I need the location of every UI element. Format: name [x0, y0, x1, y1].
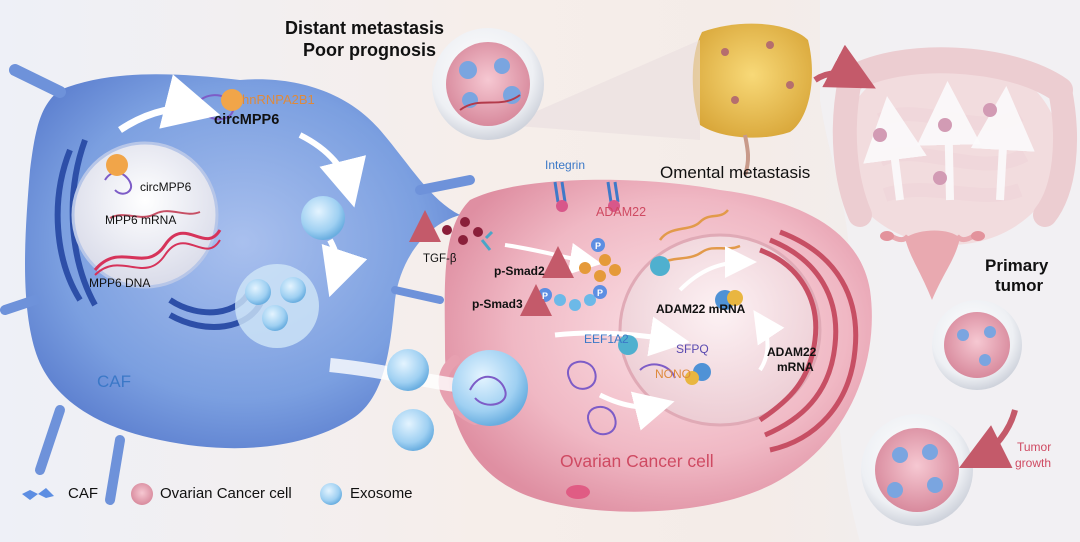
legend-caf-label: CAF: [68, 485, 98, 502]
legend-cancer-icon: [131, 483, 153, 505]
p-smad2-label: p-Smad2: [494, 264, 545, 278]
primary-tumor-line1: Primary: [985, 256, 1049, 275]
intestines-illustration: [832, 47, 1077, 245]
tumor-growth-line2: growth: [1015, 456, 1052, 470]
adam22-mrna-nuclear-line1: ADAM22: [767, 345, 817, 359]
exosomes-released: [329, 349, 528, 451]
circmpp6-inner-label: circMPP6: [140, 180, 192, 194]
ovarian-cancer-cell-label: Ovarian Cancer cell: [560, 451, 714, 471]
adam22-mrna-nuclear-line2: mRNA: [777, 360, 814, 374]
circmpp6-outer-label: circMPP6: [214, 112, 280, 128]
metastasis-sphere: [432, 28, 700, 140]
legend-exosome-label: Exosome: [350, 485, 413, 502]
adam22-mrna-label: ADAM22 mRNA: [656, 302, 746, 316]
nono-label: NONO: [655, 367, 691, 381]
legend-icons: [22, 483, 342, 505]
sfpq-label: SFPQ: [676, 342, 709, 356]
mpp6-dna-label: MPP6 DNA: [89, 276, 151, 290]
header-line1: Distant metastasis: [285, 18, 445, 38]
primary-tumor-line2: tumor: [995, 276, 1044, 295]
legend-cancer-label: Ovarian Cancer cell: [160, 485, 292, 502]
upregulation-arrows: [409, 210, 574, 316]
caf-label: CAF: [97, 372, 131, 391]
integrin-label: Integrin: [545, 158, 586, 172]
adam22-protein-label: ADAM22: [596, 205, 647, 219]
legend-caf-icon: [22, 488, 54, 500]
omentum-illustration: [692, 23, 876, 176]
header-line2: Poor prognosis: [303, 40, 437, 60]
p-symbol: P: [542, 291, 548, 301]
hnrnpa2b1-label: hnRNPA2B1: [242, 92, 315, 107]
grown-tumor-sphere: [861, 414, 973, 526]
phospho-markers: P P P: [542, 241, 603, 301]
tumor-growth-line1: Tumor: [1017, 440, 1052, 454]
tgf-beta-label: TGF-β: [423, 253, 457, 265]
legend-exosome-icon: [320, 483, 342, 505]
caf-cell: [0, 64, 475, 505]
omental-metastasis-label: Omental metastasis: [660, 163, 811, 182]
tumor-growth-arrow: [958, 409, 1018, 469]
primary-tumor-sphere: [932, 300, 1022, 390]
uterus-illustration: [880, 230, 985, 300]
p-symbol: P: [595, 241, 601, 251]
eef1a2-label: EEF1A2: [584, 332, 629, 346]
p-smad3-label: p-Smad3: [472, 297, 523, 311]
p-symbol: P: [597, 288, 603, 298]
mpp6-mrna-label: MPP6 mRNA: [105, 213, 177, 227]
